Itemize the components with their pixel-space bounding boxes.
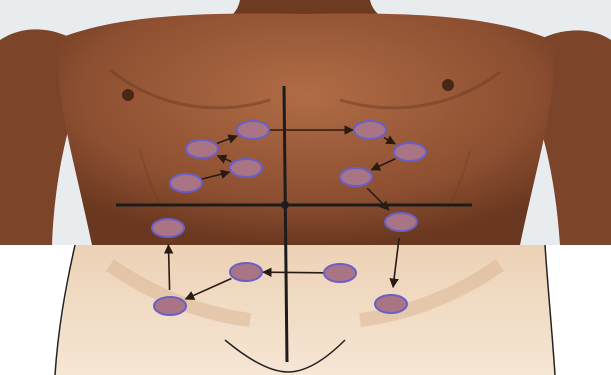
palpation-point-9	[375, 295, 407, 313]
palpation-point-13	[152, 219, 184, 237]
palpation-point-8	[385, 213, 417, 231]
palpation-point-2	[230, 159, 262, 177]
palpation-point-7	[340, 168, 372, 186]
umbilicus	[281, 201, 289, 209]
palpation-point-3	[186, 140, 218, 158]
palpation-point-10	[324, 264, 356, 282]
palpation-point-1	[170, 174, 202, 192]
palpation-point-11	[230, 263, 262, 281]
palpation-point-6	[394, 143, 426, 161]
palpation-point-4	[237, 121, 269, 139]
lower-abdomen	[55, 245, 555, 375]
palpation-point-12	[154, 297, 186, 315]
right-nipple	[442, 79, 454, 91]
left-nipple	[122, 89, 134, 101]
palpation-point-5	[354, 121, 386, 139]
arrow-m10-to-m11	[263, 272, 324, 273]
